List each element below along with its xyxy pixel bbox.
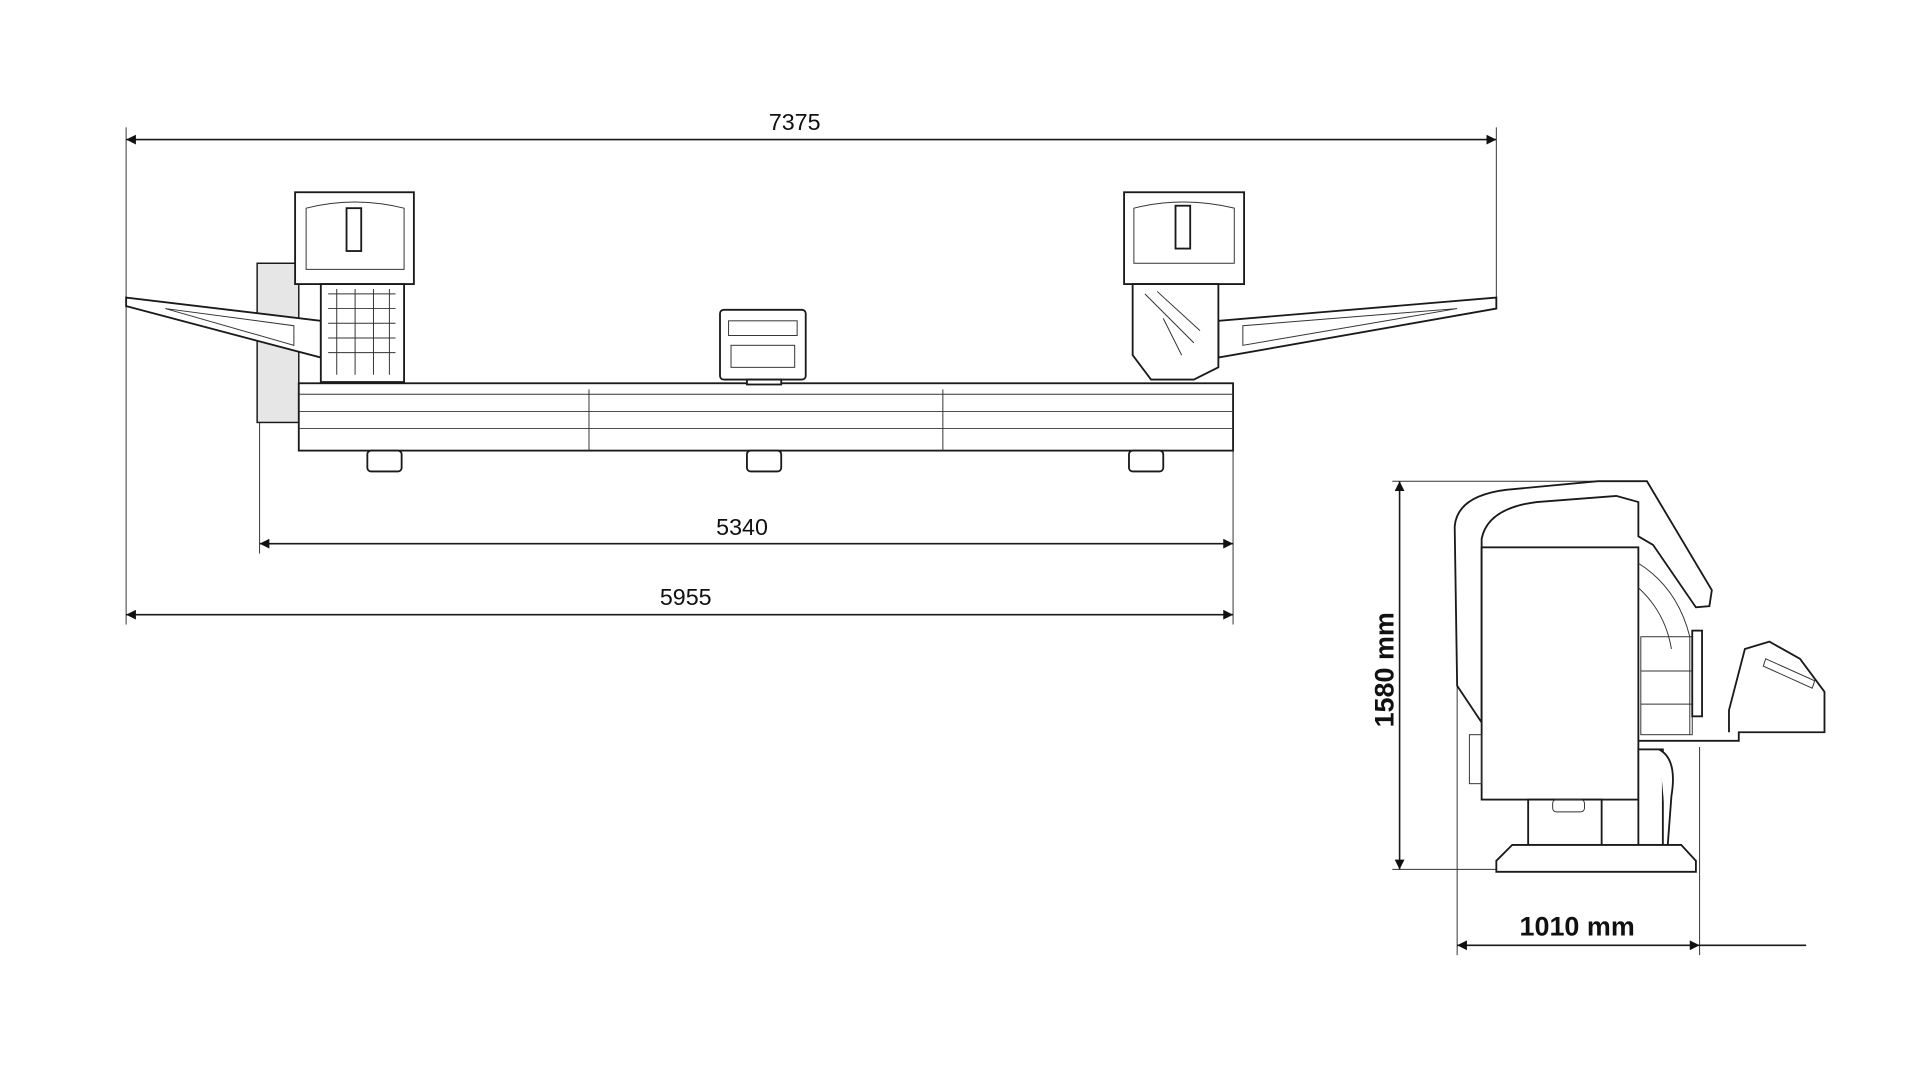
dimension-label-depth: 1010 mm <box>1520 912 1635 942</box>
machine-bed <box>256 262 1234 473</box>
control-unit <box>719 308 807 386</box>
machine-side-profile <box>1453 480 1826 873</box>
dimension-label-height: 1580 mm <box>1369 612 1399 727</box>
dimension-label-overall: 7375 <box>769 109 821 135</box>
front-view: 7375 5340 5955 <box>125 109 1498 625</box>
dimension-label-base: 5955 <box>660 584 712 610</box>
dimension-label-beam: 5340 <box>716 514 768 540</box>
left-saw-head <box>125 191 415 383</box>
right-saw-head <box>1123 191 1498 381</box>
side-view: 1580 mm 1010 mm <box>1369 480 1826 956</box>
